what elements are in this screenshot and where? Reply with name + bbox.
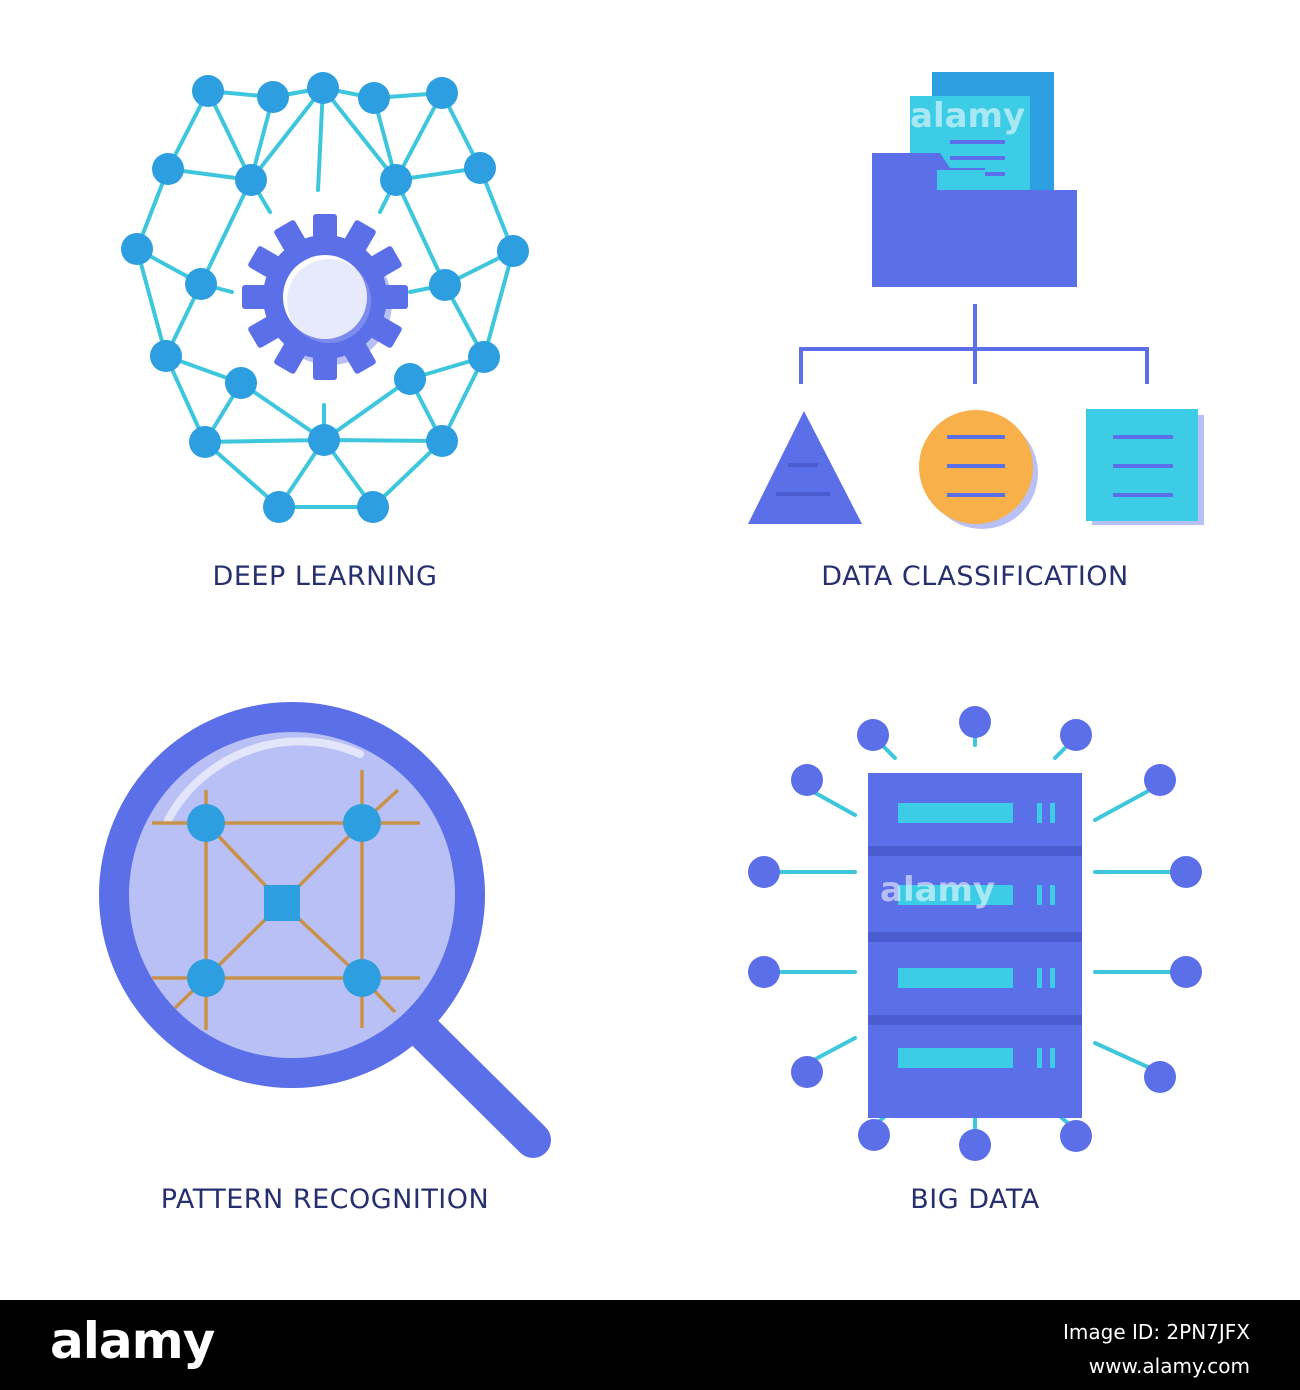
icon-set-canvas: DEEP LEARNING DATA CLASSIFICATION PATTER… <box>99 72 1204 1215</box>
deep-learning-label: DEEP LEARNING <box>212 561 438 592</box>
data-classification-label: DATA CLASSIFICATION <box>821 561 1129 592</box>
gear-icon <box>242 214 408 380</box>
watermark: alamy <box>910 96 1026 136</box>
document-category-icon <box>1086 409 1204 525</box>
watermark: alamy <box>880 870 996 910</box>
site-url: www.alamy.com <box>1088 1354 1250 1378</box>
footer-bar: alamy Image ID: 2PN7JFX www.alamy.com <box>0 1300 1300 1390</box>
big-data-label: BIG DATA <box>910 1184 1040 1215</box>
circle-category-icon <box>919 410 1038 529</box>
magnifier-handle <box>402 1010 551 1158</box>
server-network-icon <box>748 706 1202 1161</box>
alamy-logo: alamy <box>50 1312 215 1370</box>
folder-hierarchy-icon <box>748 72 1204 529</box>
hierarchy-connector <box>799 304 1149 384</box>
footer-meta: Image ID: 2PN7JFX www.alamy.com <box>1063 1315 1250 1383</box>
image-id: Image ID: 2PN7JFX <box>1063 1320 1250 1344</box>
brain-network-gear-icon <box>121 72 529 523</box>
magnifier-network-icon <box>99 702 551 1158</box>
pattern-recognition-label: PATTERN RECOGNITION <box>160 1184 490 1215</box>
triangle-category-icon <box>748 411 862 524</box>
